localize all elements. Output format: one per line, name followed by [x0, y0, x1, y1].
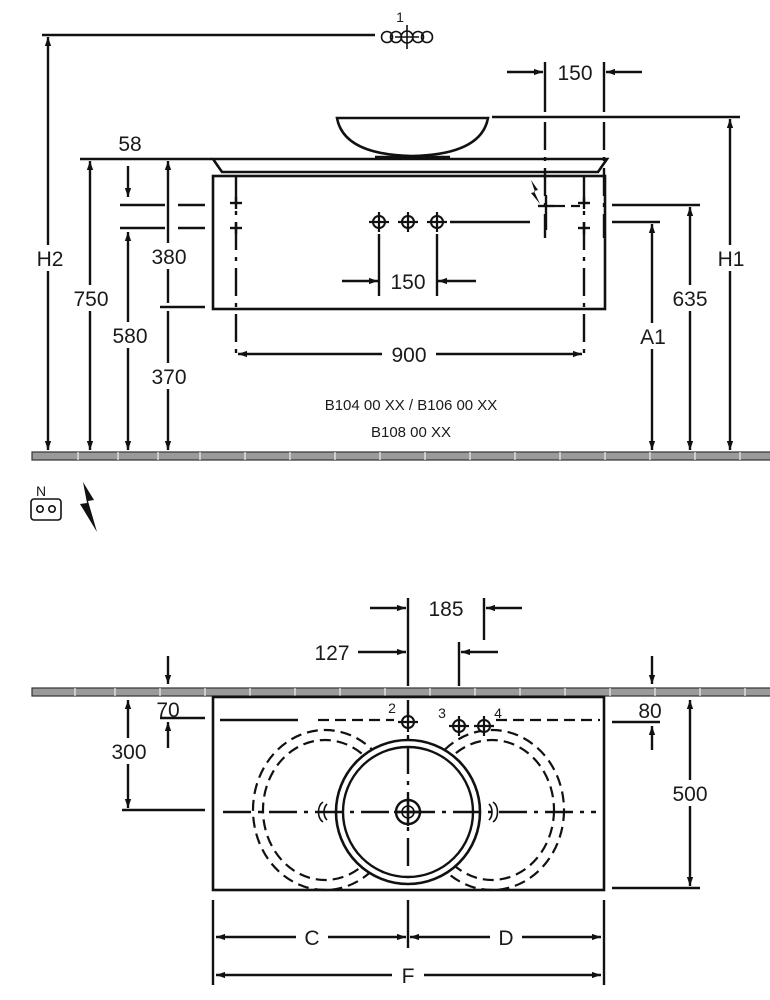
dim-370-label: 370 [151, 366, 186, 389]
callout-3: 3 [438, 705, 446, 721]
dim-70-label: 70 [156, 699, 179, 722]
power-socket-icon [30, 498, 62, 521]
dim-300-label: 300 [111, 741, 146, 764]
countertop [210, 157, 610, 174]
wall-line [31, 687, 770, 697]
alt-drain-icon [317, 801, 324, 823]
dim-80-label: 80 [638, 700, 661, 723]
water-supply-icon [380, 25, 434, 49]
dim-380-label: 380 [151, 246, 186, 269]
electric-bolt-icon [80, 482, 97, 532]
dim-h2-label: H2 [37, 248, 64, 271]
dim-d-label: D [498, 927, 513, 950]
dim-750-label: 750 [73, 288, 108, 311]
dim-150-top-label: 150 [557, 62, 592, 85]
dim-500-label: 500 [672, 783, 707, 806]
dim-150-mid-label: 150 [390, 271, 425, 294]
floor-line [31, 451, 770, 461]
top-view: 185 127 70 80 300 500 [31, 598, 770, 988]
dim-f-label: F [402, 965, 415, 988]
dim-c-label: C [304, 927, 319, 950]
dim-635-label: 635 [672, 288, 707, 311]
dim-58-label: 58 [118, 133, 141, 156]
front-view: 1 H2 750 58 580 380 370 [30, 9, 770, 532]
vanity-cabinet [211, 174, 607, 311]
dim-580-label: 580 [112, 325, 147, 348]
callout-1: 1 [396, 9, 404, 25]
callout-2: 2 [388, 700, 396, 716]
model-code-line-1: B104 00 XX / B106 00 XX [325, 397, 498, 414]
dim-900-label: 900 [391, 344, 426, 367]
mains-label: N [36, 483, 46, 499]
dim-185-label: 185 [428, 598, 463, 621]
dim-h1-label: H1 [718, 248, 745, 271]
dim-a1-label: A1 [640, 326, 666, 349]
vessel-basin [335, 116, 490, 158]
model-code-line-2: B108 00 XX [371, 424, 451, 441]
alt-drain-icon [492, 801, 499, 823]
electric-bolt-icon [531, 180, 540, 204]
callout-4: 4 [494, 705, 502, 721]
dim-127-label: 127 [314, 642, 349, 665]
